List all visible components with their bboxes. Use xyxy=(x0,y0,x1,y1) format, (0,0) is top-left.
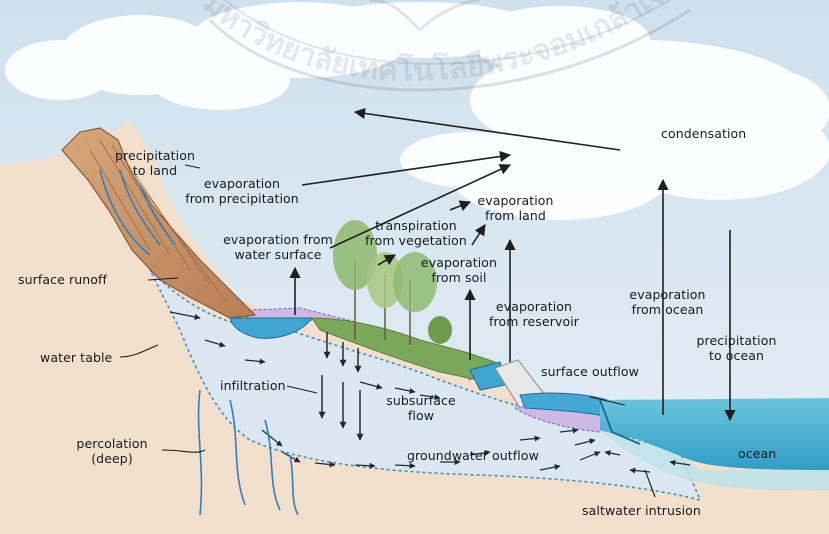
label-evaporation-from-ocean: evaporation from ocean xyxy=(620,287,715,317)
label-precipitation-to-land: precipitation to land xyxy=(110,148,200,178)
label-percolation-deep: percolation (deep) xyxy=(62,436,162,466)
label-surface-outflow: surface outflow xyxy=(541,364,639,379)
label-infiltration: infiltration xyxy=(220,378,286,393)
label-evaporation-from-water-surface: evaporation from water surface xyxy=(213,232,343,262)
label-saltwater-intrusion: saltwater intrusion xyxy=(582,503,701,518)
label-groundwater-outflow: groundwater outflow xyxy=(407,448,539,463)
label-condensation: condensation xyxy=(661,126,746,141)
label-transpiration-from-vegetation: transpiration from vegetation xyxy=(355,218,477,248)
label-evaporation-from-precipitation: evaporation from precipitation xyxy=(178,176,306,206)
label-surface-runoff: surface runoff xyxy=(18,272,107,287)
label-evaporation-from-land: evaporation from land xyxy=(468,193,563,223)
label-precipitation-to-ocean: precipitation to ocean xyxy=(684,333,789,363)
label-ocean: ocean xyxy=(738,446,776,461)
label-subsurface-flow: subsurface flow xyxy=(375,393,467,423)
label-evaporation-from-reservoir: evaporation from reservoir xyxy=(479,299,589,329)
label-water-table: water table xyxy=(40,350,112,365)
label-evaporation-from-soil: evaporation from soil xyxy=(414,255,504,285)
